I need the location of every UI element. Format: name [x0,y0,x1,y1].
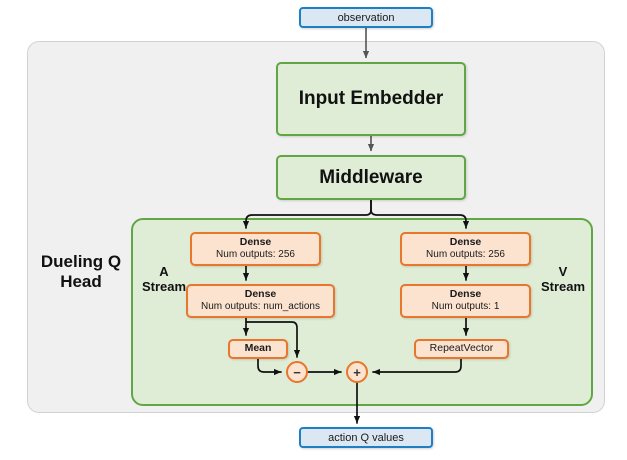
node-a-stream-dense-2[interactable]: Dense Num outputs: num_actions [186,284,335,318]
node-subtitle: Num outputs: 256 [216,249,295,261]
node-subtitle: Num outputs: 256 [426,249,505,261]
node-v-stream-dense-1[interactable]: Dense Num outputs: 256 [400,232,531,266]
operator-add-icon[interactable]: + [346,361,368,383]
node-subtitle: Num outputs: 1 [431,301,500,313]
label-v-stream: V Stream [536,264,590,295]
node-title: Mean [244,342,272,355]
operator-subtract-icon[interactable]: − [286,361,308,383]
label-a-stream-line-1: A [159,264,169,279]
node-a-stream-dense-1[interactable]: Dense Num outputs: 256 [190,232,321,266]
node-title: Dense [449,288,482,301]
node-repeat-vector[interactable]: RepeatVector [414,339,509,359]
label-a-stream: A Stream [138,264,190,295]
node-middleware[interactable]: Middleware [276,155,466,200]
label-dueling-q-head: Dueling Q Head [40,252,122,292]
node-title: Dense [449,236,482,249]
label-v-stream-line-2: Stream [540,279,586,295]
label-v-stream-line-1: V [558,264,568,279]
node-input-embedder[interactable]: Input Embedder [276,62,466,136]
label-a-stream-line-2: Stream [141,279,187,295]
node-title: Dense [239,236,272,249]
node-title: Dense [244,288,277,301]
node-title: RepeatVector [429,342,494,355]
node-subtitle: Num outputs: num_actions [201,301,320,313]
node-action-q-values[interactable]: action Q values [299,427,433,448]
node-mean[interactable]: Mean [228,339,288,359]
node-v-stream-dense-2[interactable]: Dense Num outputs: 1 [400,284,531,318]
node-observation[interactable]: observation [299,7,433,28]
